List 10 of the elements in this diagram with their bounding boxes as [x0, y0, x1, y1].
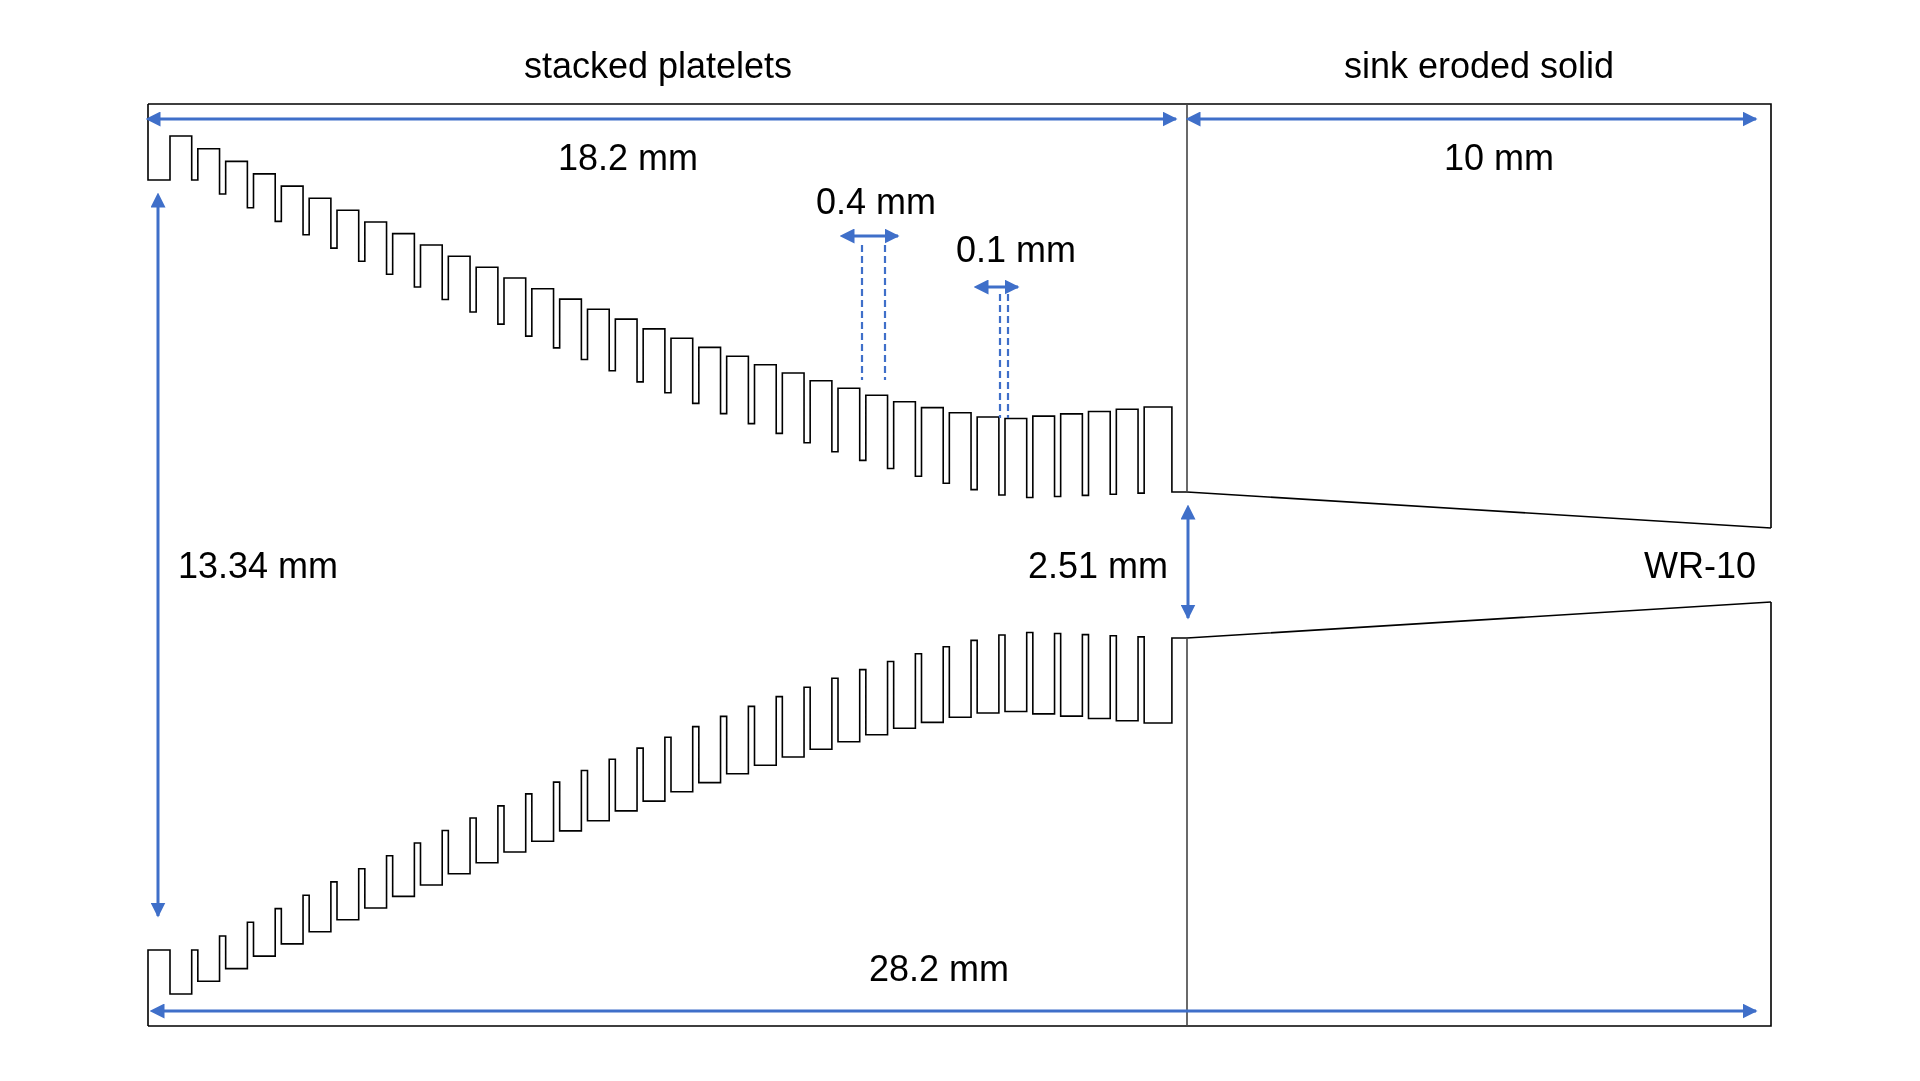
section-label: stacked platelets	[523, 48, 793, 84]
dimension-label: 28.2 mm	[868, 951, 1009, 987]
dimension-label: 0.4 mm	[816, 184, 936, 220]
dimension-label: 18.2 mm	[557, 140, 698, 176]
dimension-label: WR-10	[1644, 548, 1756, 584]
dimension-label: 0.1 mm	[956, 232, 1076, 268]
dimension-label: 2.51 mm	[1027, 548, 1168, 584]
dimension-label: 13.34 mm	[178, 548, 339, 584]
section-label: sink eroded solid	[1343, 48, 1615, 84]
dimension-label: 10 mm	[1444, 140, 1554, 176]
